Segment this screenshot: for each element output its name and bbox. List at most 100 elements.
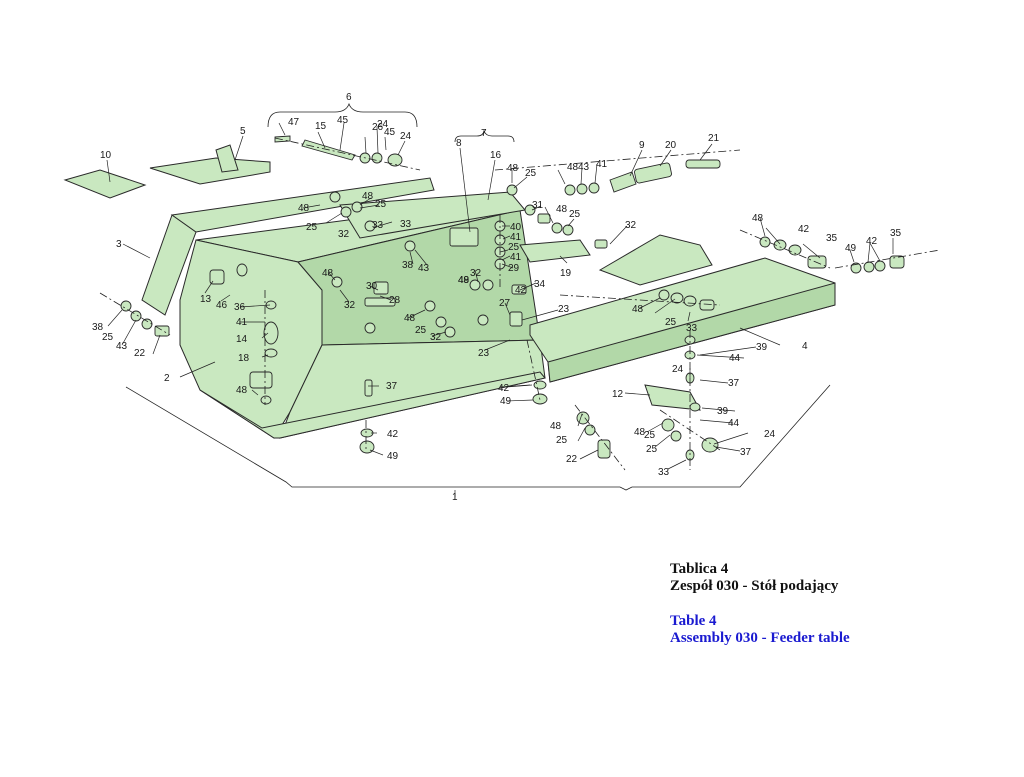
callout-label: 7 <box>481 128 487 139</box>
callout-label: 48 <box>458 275 470 286</box>
callout-label: 23 <box>478 348 490 359</box>
callout-label: 42 <box>515 285 527 296</box>
callout-label: 36 <box>234 302 246 313</box>
callout-label: 33 <box>372 220 384 231</box>
callout-label: 32 <box>430 332 442 343</box>
callout-label: 48 <box>567 162 579 173</box>
callout-label: 10 <box>100 150 112 161</box>
callout-label: 45 <box>337 115 349 126</box>
callout-label: 42 <box>387 429 399 440</box>
callout-label: 24 <box>377 119 389 130</box>
caption-en-line2: Assembly 030 - Feeder table <box>670 630 850 646</box>
callout-label: 4 <box>802 341 808 352</box>
guard-10 <box>63 169 147 199</box>
callout-label: 32 <box>344 300 356 311</box>
callout-label: 35 <box>826 233 838 244</box>
callout-label: 15 <box>315 121 327 132</box>
callout-label: 48 <box>298 203 310 214</box>
callout-label: 33 <box>686 323 698 334</box>
callout-label: 32 <box>338 229 350 240</box>
callout-label: 19 <box>560 268 572 279</box>
callout-label: 45 <box>384 127 396 138</box>
callout-label: 48 <box>507 163 519 174</box>
callout-label: 31 <box>532 200 544 211</box>
callout-label: 43 <box>578 162 590 173</box>
callout-label: 25 <box>556 435 568 446</box>
callout-label: 49 <box>500 396 512 407</box>
callout-label: 13 <box>200 294 212 305</box>
callout-label: 20 <box>665 140 677 151</box>
guard-plate-32 <box>598 234 713 286</box>
callout-label: 16 <box>490 150 502 161</box>
callout-label: 49 <box>458 275 470 286</box>
callout-label: 40 <box>510 222 522 233</box>
callout-label: 48 <box>556 204 568 215</box>
callout-label: 49 <box>845 243 857 254</box>
callout-label: 12 <box>612 389 624 400</box>
side-panel-3 <box>141 177 435 316</box>
callout-label: 25 <box>508 242 520 253</box>
callout-label: 42 <box>498 383 510 394</box>
caption-en-line1: Table 4 <box>670 613 717 629</box>
cover-5 <box>149 144 271 185</box>
callout-label: 38 <box>402 260 414 271</box>
callout-label: 28 <box>389 295 401 306</box>
caption-pl-line2: Zespół 030 - Stół podający <box>670 578 839 594</box>
callout-label: 49 <box>387 451 399 462</box>
callout-label: 25 <box>375 199 387 210</box>
callout-label: 25 <box>644 430 656 441</box>
callout-label: 21 <box>708 133 720 144</box>
callout-label: 39 <box>717 406 729 417</box>
housing-frame-2 <box>179 199 546 439</box>
callout-label: 3 <box>116 239 122 250</box>
callout-label: 5 <box>240 126 246 137</box>
callout-label: 25 <box>646 444 658 455</box>
callout-label: 48 <box>752 213 764 224</box>
leader-lines <box>106 122 894 497</box>
callout-label: 18 <box>238 353 250 364</box>
callout-label: 25 <box>306 222 318 233</box>
callout-label: 48 <box>404 313 416 324</box>
callout-label: 48 <box>236 385 248 396</box>
callout-label: 25 <box>525 168 537 179</box>
callout-label: 27 <box>499 298 511 309</box>
callout-label: 33 <box>658 467 670 478</box>
callout-label: 37 <box>386 381 398 392</box>
callout-label: 9 <box>639 140 645 151</box>
bracket-12 <box>644 384 701 411</box>
callout-label: 26 <box>372 122 384 133</box>
callout-label: 22 <box>134 348 146 359</box>
callout-label: 43 <box>418 263 430 274</box>
hardware-group <box>120 135 905 461</box>
callout-label: 25 <box>102 332 114 343</box>
callout-label: 14 <box>236 334 248 345</box>
callout-label: 29 <box>508 263 520 274</box>
callout-label: 24 <box>764 429 776 440</box>
callout-label: 8 <box>456 138 462 149</box>
callout-label: 25 <box>569 209 581 220</box>
callout-label: 22 <box>566 454 578 465</box>
callout-label: 38 <box>92 322 104 333</box>
callout-label: 41 <box>596 159 608 170</box>
caption-pl-line1: Tablica 4 <box>670 561 729 577</box>
callout-label: 48 <box>550 421 562 432</box>
callout-label: 44 <box>729 353 741 364</box>
brace-7 <box>454 129 515 143</box>
callout-label: 33 <box>400 219 412 230</box>
callout-label: 34 <box>534 279 546 290</box>
callout-label: 24 <box>672 364 684 375</box>
caption-block: Tablica 4 Zespół 030 - Stół podający Tab… <box>670 561 850 647</box>
callout-label: 24 <box>400 131 412 142</box>
brace-6 <box>267 102 418 128</box>
callout-label: 25 <box>415 325 427 336</box>
callout-label: 2 <box>164 373 170 384</box>
callout-label: 42 <box>866 236 878 247</box>
callout-label: 23 <box>558 304 570 315</box>
callout-label: 39 <box>756 342 768 353</box>
callout-label: 41 <box>236 317 248 328</box>
deflector-19 <box>519 239 591 263</box>
callout-label: 37 <box>740 447 752 458</box>
callout-label: 48 <box>362 191 374 202</box>
callout-label: 48 <box>634 427 646 438</box>
